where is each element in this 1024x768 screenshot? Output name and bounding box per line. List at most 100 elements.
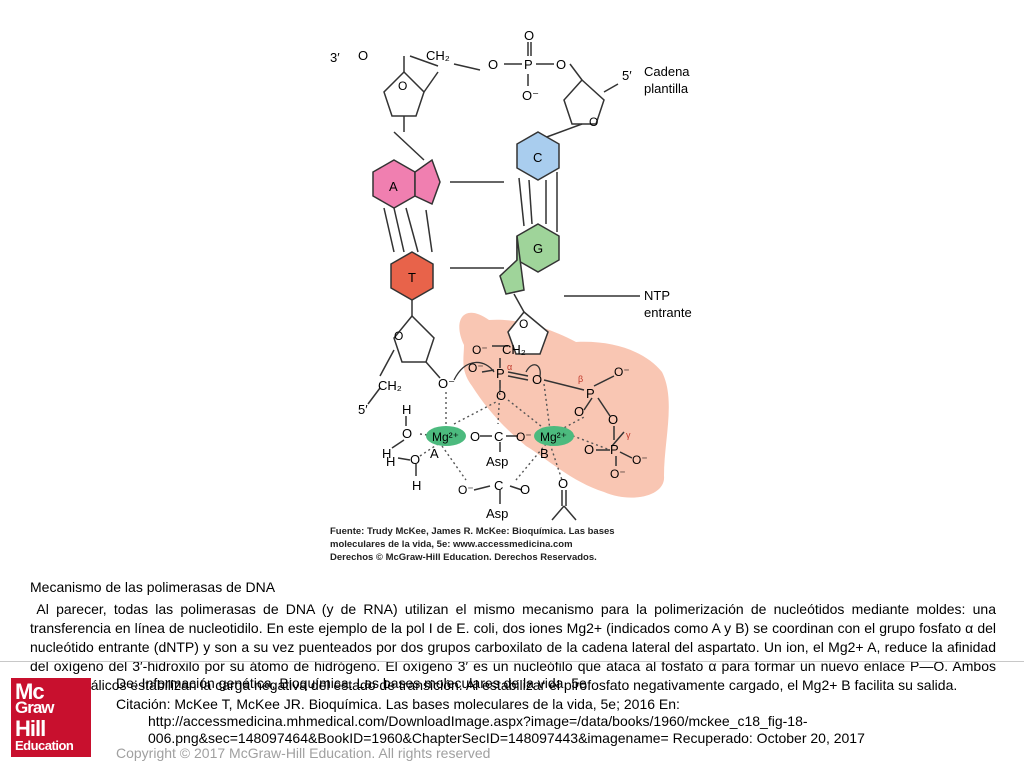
label-c-asp-top: C bbox=[494, 429, 503, 444]
logo-line-3: Hill bbox=[15, 716, 46, 741]
label-asp-bottom: Asp bbox=[486, 506, 508, 521]
label-o-alpha-below: O bbox=[496, 388, 506, 403]
label-3prime-top: 3′ bbox=[330, 50, 340, 65]
coordination-bonds bbox=[419, 383, 611, 481]
label-o-primer-ring: O bbox=[394, 329, 403, 343]
label-o-beta-gamma: O bbox=[608, 412, 618, 427]
logo-line-1: Mc bbox=[15, 679, 45, 704]
figure-source-line3: Derechos © McGraw-Hill Education. Derech… bbox=[330, 552, 597, 563]
primer-top-sugar bbox=[383, 42, 583, 132]
label-o-ntp-ring: O bbox=[519, 317, 528, 331]
label-ominus-gamma-bottom: O⁻ bbox=[610, 467, 626, 481]
label-ominus-asp-right: O⁻ bbox=[516, 430, 532, 444]
label-ominus-alpha-left: O⁻ bbox=[468, 361, 484, 375]
base-label-t: T bbox=[408, 270, 416, 285]
label-o-water-2: O bbox=[410, 452, 420, 467]
citation-line-1: Citación: McKee T, McKee JR. Bioquímica.… bbox=[116, 696, 680, 712]
label-metal-b: B bbox=[540, 446, 549, 461]
label-ch2-ntp: CH₂ bbox=[502, 342, 526, 357]
thymine-base bbox=[390, 251, 434, 316]
mg-ion-b bbox=[534, 426, 574, 446]
label-alpha: α bbox=[507, 362, 512, 372]
nucleophilic-attack-arrow bbox=[453, 361, 495, 381]
label-gamma: γ bbox=[626, 430, 631, 440]
label-h-water-2b: H bbox=[412, 478, 421, 493]
label-mg-b: Mg²⁺ bbox=[540, 430, 567, 444]
label-o-top-left: O bbox=[358, 48, 368, 63]
logo-line-2: Graw bbox=[15, 698, 55, 717]
cytosine-base bbox=[516, 131, 560, 181]
label-ominus-asp-bottom-left: O⁻ bbox=[458, 483, 474, 497]
label-p-alpha: P bbox=[496, 366, 505, 381]
label-5prime-bottom: 5′ bbox=[358, 402, 368, 417]
label-o-ring-template: O bbox=[589, 115, 598, 129]
source-reference: De: Información genética, Bioquímica. La… bbox=[116, 675, 587, 691]
label-mg-a: Mg²⁺ bbox=[432, 430, 459, 444]
at-hydrogen-bonds bbox=[383, 207, 433, 253]
cg-hydrogen-bonds bbox=[450, 172, 558, 269]
label-metal-a: A bbox=[430, 446, 439, 461]
phosphate-chain-bonds bbox=[481, 358, 633, 466]
label-ominus-ch2: O⁻ bbox=[472, 343, 488, 357]
figure-source-line2: moleculares de la vida, 5e: www.accessme… bbox=[330, 539, 573, 550]
polymerase-mechanism-diagram: 3′ O CH₂ O P O O⁻ O O 5′ Cadena plantill… bbox=[330, 28, 692, 563]
label-p-gamma: P bbox=[610, 442, 619, 457]
label-ch2-top: CH₂ bbox=[426, 48, 450, 63]
citation: Citación: McKee T, McKee JR. Bioquímica.… bbox=[116, 696, 865, 747]
label-3prime-o-minus: O⁻ bbox=[438, 376, 455, 391]
label-o-top: O bbox=[524, 28, 534, 43]
incoming-ntp-highlight bbox=[459, 312, 669, 498]
caption-body-text: Al parecer, todas las polimerasas de DNA… bbox=[30, 601, 996, 693]
copyright-notice: Copyright © 2017 McGraw-Hill Education. … bbox=[116, 745, 491, 761]
base-label-a: A bbox=[389, 179, 398, 194]
label-o-bridge: O bbox=[488, 57, 498, 72]
label-h-water-1b: H bbox=[382, 446, 391, 461]
label-ch2-bottom: CH₂ bbox=[378, 378, 402, 393]
label-ominus-gamma-right: O⁻ bbox=[632, 453, 648, 467]
label-ntp-entrante: entrante bbox=[644, 305, 692, 320]
label-o-asp-bottom-right: O bbox=[520, 482, 530, 497]
label-template-chain-1: Cadena bbox=[644, 64, 690, 79]
carbonyl-ligand bbox=[551, 490, 577, 521]
label-ntp: NTP bbox=[644, 288, 670, 303]
label-ominus-beta: O⁻ bbox=[614, 365, 630, 379]
label-o-gamma-left: O bbox=[584, 442, 594, 457]
label-o-asp-left: O bbox=[470, 429, 480, 444]
label-p-beta: P bbox=[586, 386, 595, 401]
primer-bottom-sugar bbox=[367, 314, 441, 405]
base-label-g: G bbox=[533, 241, 543, 256]
mg-ion-a bbox=[426, 426, 466, 446]
adenine-base bbox=[372, 131, 441, 209]
citation-line-3: 006.png&sec=148097464&BookID=1960&Chapte… bbox=[148, 730, 865, 746]
label-o-carbonyl: O bbox=[558, 476, 568, 491]
label-beta: β bbox=[578, 374, 583, 384]
label-template-chain-2: plantilla bbox=[644, 81, 689, 96]
label-o-ring-top-left: O bbox=[398, 79, 407, 93]
figure-source-line1: Fuente: Trudy McKee, James R. McKee: Bio… bbox=[330, 526, 615, 537]
label-h-water-2a: H bbox=[386, 454, 395, 469]
label-asp-top: Asp bbox=[486, 454, 508, 469]
label-o-alpha-beta: O bbox=[532, 372, 542, 387]
label-c-asp-bottom: C bbox=[494, 478, 503, 493]
label-o-beta-left: O bbox=[574, 404, 584, 419]
asp-bridge-bottom bbox=[473, 485, 523, 504]
caption-title: Mecanismo de las polimerasas de DNA bbox=[30, 579, 276, 595]
label-o-right-bridge: O bbox=[556, 57, 566, 72]
label-5prime-top: 5′ bbox=[622, 68, 632, 83]
ntp-sugar bbox=[492, 310, 549, 355]
label-o-water-1: O bbox=[402, 426, 412, 441]
caption-body: Al parecer, todas las polimerasas de DNA… bbox=[30, 600, 996, 695]
citation-line-2: http://accessmedicina.mhmedical.com/Down… bbox=[148, 713, 808, 729]
figure-source-credit: Fuente: Trudy McKee, James R. McKee: Bio… bbox=[330, 526, 615, 563]
base-label-c: C bbox=[533, 150, 542, 165]
footer-divider bbox=[0, 661, 1024, 662]
label-h-water-1a: H bbox=[402, 402, 411, 417]
guanine-base bbox=[499, 223, 560, 313]
logo-line-4: Education bbox=[15, 738, 74, 753]
mcgraw-hill-logo: Mc Graw Hill Education bbox=[11, 678, 91, 757]
label-ominus-top: O⁻ bbox=[522, 88, 539, 103]
label-p-top: P bbox=[524, 57, 533, 72]
asp-bridge-top bbox=[480, 435, 518, 452]
leaving-group-arrow bbox=[525, 364, 541, 377]
template-top-sugar bbox=[543, 78, 619, 139]
